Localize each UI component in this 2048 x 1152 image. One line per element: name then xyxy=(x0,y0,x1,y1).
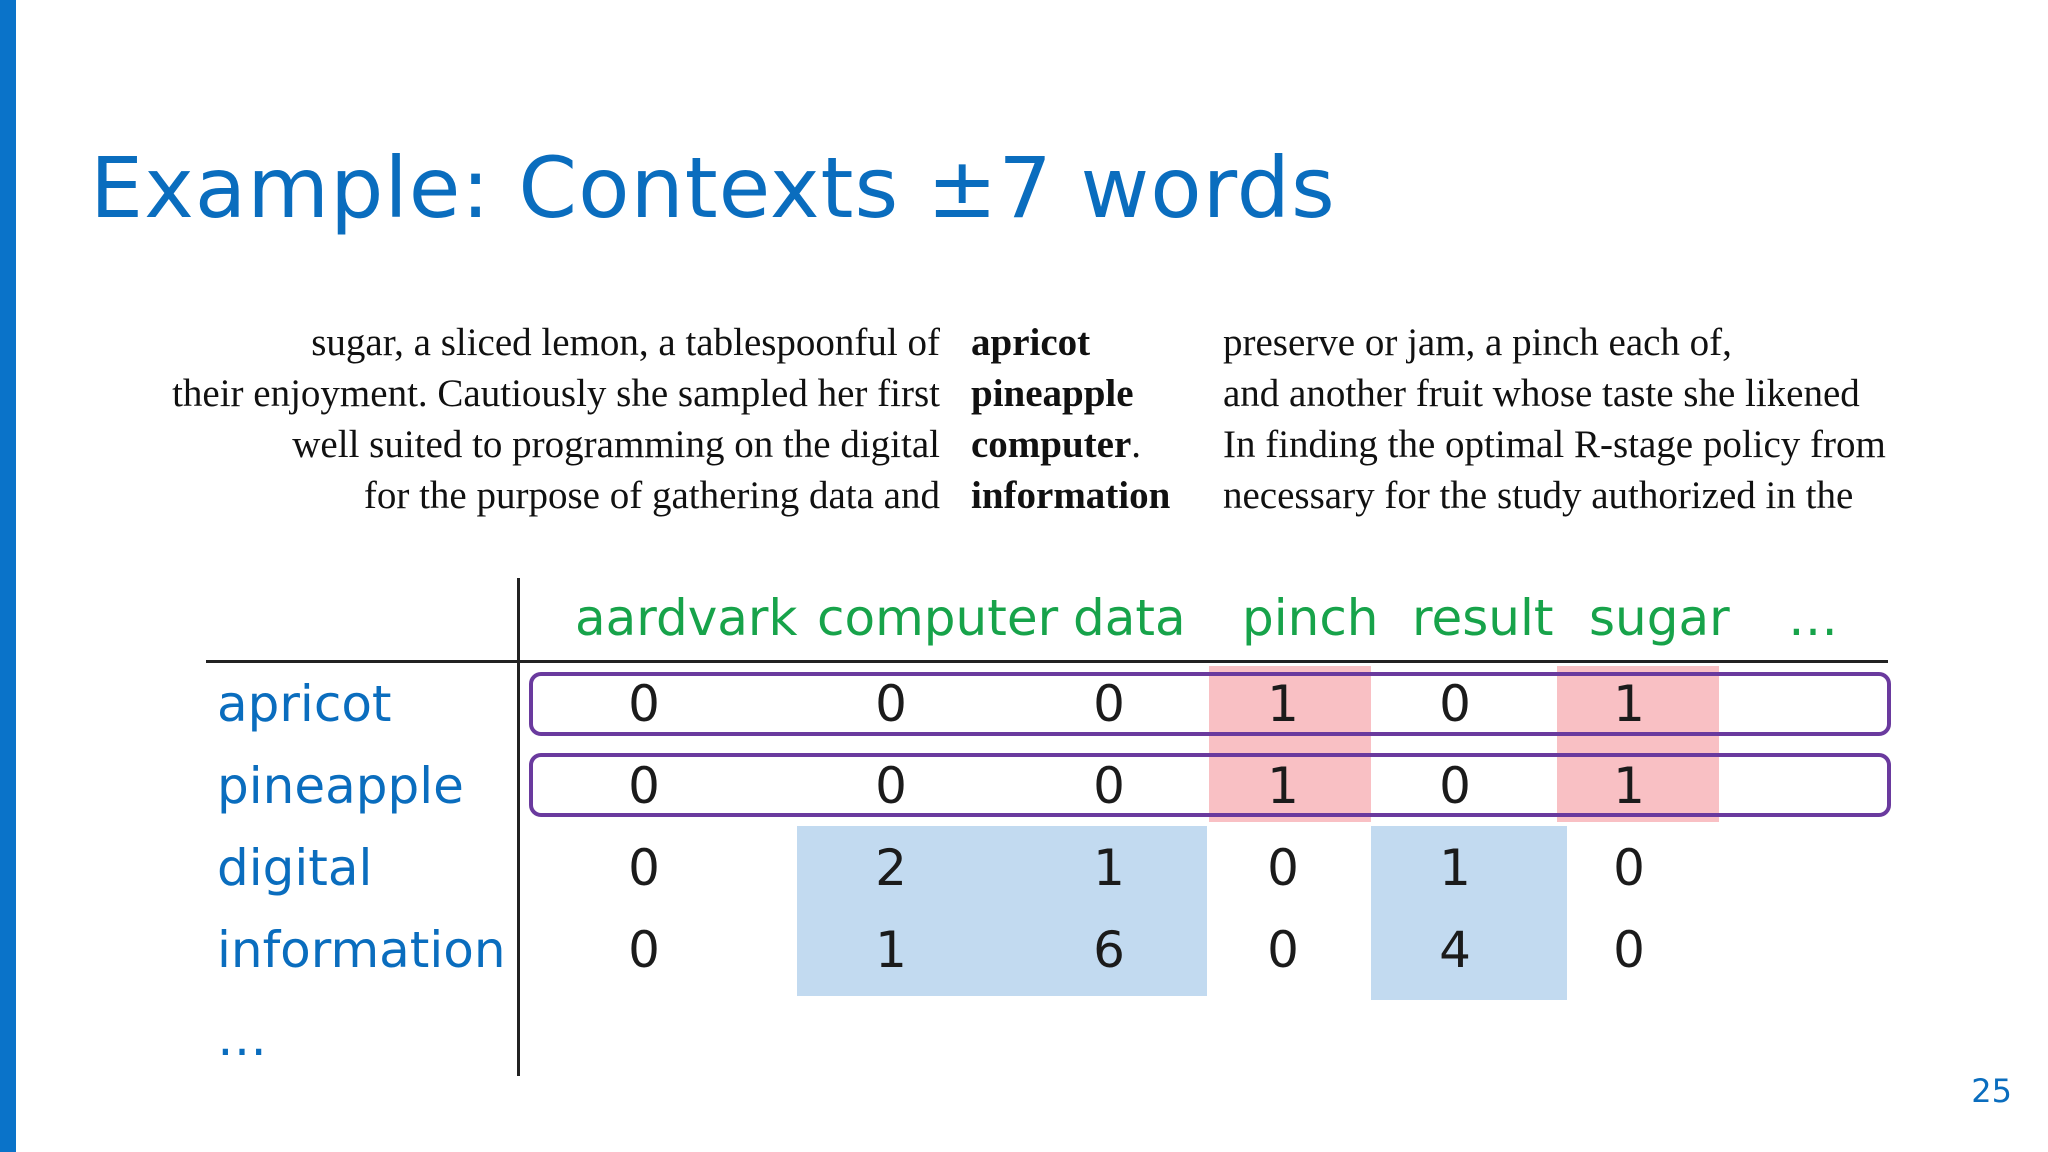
context-left-1: sugar, a sliced lemon, a tablespoonful o… xyxy=(311,321,940,364)
cell-information-sugar: 0 xyxy=(1613,921,1645,979)
row-header-apricot: apricot xyxy=(217,675,392,733)
highlight-pinch-column xyxy=(1209,666,1371,822)
cell-pineapple-aardvark: 0 xyxy=(628,757,660,815)
row-header-digital: digital xyxy=(217,839,373,897)
cell-information-pinch: 0 xyxy=(1267,921,1299,979)
context-target-3: computer. xyxy=(971,419,1141,470)
cell-pineapple-computer: 0 xyxy=(875,757,907,815)
page-number: 25 xyxy=(1971,1072,2012,1110)
context-target-2: pineapple xyxy=(971,368,1134,419)
context-right-2: and another fruit whose taste she likene… xyxy=(1223,372,1860,415)
header-divider xyxy=(206,660,1888,663)
cell-digital-result: 1 xyxy=(1439,839,1471,897)
cell-information-data: 6 xyxy=(1093,921,1125,979)
cell-apricot-computer: 0 xyxy=(875,675,907,733)
context-left-3: well suited to programming on the digita… xyxy=(292,423,940,466)
cell-pineapple-data: 0 xyxy=(1093,757,1125,815)
column-header-aardvark: aardvark xyxy=(575,589,798,647)
cell-apricot-aardvark: 0 xyxy=(628,675,660,733)
target-suffix: . xyxy=(1131,423,1142,466)
row-header-information: information xyxy=(217,921,506,979)
column-header-computer: computer xyxy=(817,589,1059,647)
cell-digital-pinch: 0 xyxy=(1267,839,1299,897)
target-word-computer: computer xyxy=(971,423,1132,466)
cell-information-aardvark: 0 xyxy=(628,921,660,979)
context-target-1: apricot xyxy=(971,317,1090,368)
column-header-ellipsis: … xyxy=(1788,589,1838,647)
cell-information-computer: 1 xyxy=(875,921,907,979)
highlight-sugar-column xyxy=(1557,666,1719,822)
column-header-data: data xyxy=(1073,589,1186,647)
context-right-4: necessary for the study authorized in th… xyxy=(1223,474,1854,517)
cell-apricot-pinch: 1 xyxy=(1267,675,1299,733)
target-word-information: information xyxy=(971,474,1171,517)
cell-digital-data: 1 xyxy=(1093,839,1125,897)
row-outline-pineapple xyxy=(529,753,1891,817)
cell-digital-computer: 2 xyxy=(875,839,907,897)
row-header-pineapple: pineapple xyxy=(217,757,464,815)
row-outline-apricot xyxy=(529,672,1891,736)
cell-pineapple-result: 0 xyxy=(1439,757,1471,815)
cell-digital-aardvark: 0 xyxy=(628,839,660,897)
column-header-sugar: sugar xyxy=(1589,589,1730,647)
target-word-apricot: apricot xyxy=(971,321,1091,364)
cell-apricot-data: 0 xyxy=(1093,675,1125,733)
context-left-2: their enjoyment. Cautiously she sampled … xyxy=(172,372,940,415)
context-target-4: information xyxy=(971,470,1170,521)
cell-digital-sugar: 0 xyxy=(1613,839,1645,897)
row-label-divider xyxy=(517,578,520,1076)
target-word-pineapple: pineapple xyxy=(971,372,1134,415)
highlight-result-column xyxy=(1371,826,1567,1000)
column-header-result: result xyxy=(1412,589,1554,647)
cell-information-result: 4 xyxy=(1439,921,1471,979)
slide-accent-bar xyxy=(0,0,16,1152)
context-right-3: In finding the optimal R-stage policy fr… xyxy=(1223,423,1886,466)
context-left-4: for the purpose of gathering data and xyxy=(363,474,940,517)
cell-apricot-sugar: 1 xyxy=(1613,675,1645,733)
cell-apricot-result: 0 xyxy=(1439,675,1471,733)
context-right-1: preserve or jam, a pinch each of, xyxy=(1223,321,1732,364)
cell-pineapple-pinch: 1 xyxy=(1267,757,1299,815)
row-header-ellipsis: … xyxy=(217,1009,267,1067)
highlight-computer-data-columns xyxy=(797,826,1207,996)
slide-title: Example: Contexts ±7 words xyxy=(90,139,1336,237)
column-header-pinch: pinch xyxy=(1242,589,1379,647)
cell-pineapple-sugar: 1 xyxy=(1613,757,1645,815)
